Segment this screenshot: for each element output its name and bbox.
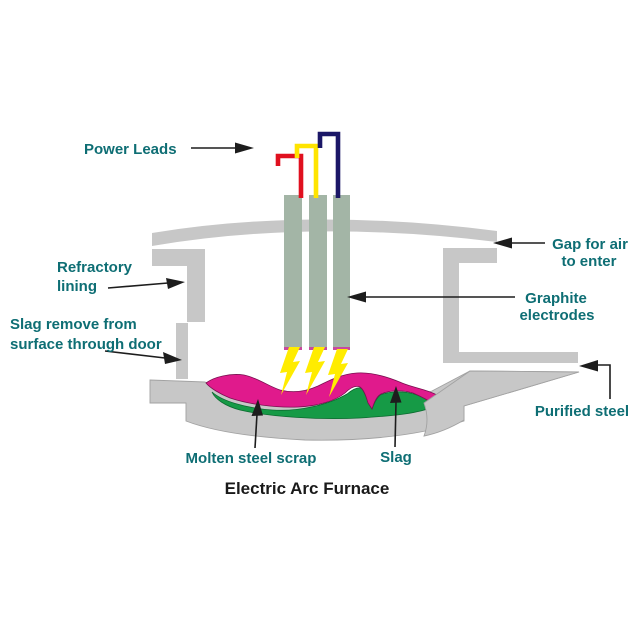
- graphite-electrode-2: [309, 195, 327, 350]
- label-gap-air-line1: Gap for air: [552, 236, 628, 253]
- arrow-purified-steel: [579, 360, 611, 399]
- tapping-spout: [423, 370, 580, 437]
- power-lead-yellow: [294, 143, 319, 198]
- electric-arc-1: [280, 347, 300, 395]
- arrow-line: [596, 364, 611, 399]
- arrow-power-leads: [191, 142, 254, 154]
- arrow-slag: [390, 386, 402, 448]
- arrowhead: [347, 291, 366, 303]
- power-lead-red: [275, 153, 304, 198]
- arrowhead: [166, 278, 185, 289]
- arrowhead: [163, 352, 182, 364]
- graphite-electrode-1: [284, 195, 302, 350]
- arrow-line: [107, 282, 169, 289]
- arrow-line: [394, 401, 397, 448]
- arrow-gap-air: [493, 237, 545, 249]
- arrow-graphite-electrodes: [347, 291, 515, 303]
- label-purified-steel: Purified steel: [535, 403, 629, 420]
- arrow-molten-steel: [251, 399, 263, 449]
- power-lead-blue: [317, 131, 341, 198]
- arrow-slag-door: [104, 350, 182, 364]
- label-power-leads: Power Leads: [84, 141, 177, 158]
- label-molten-steel: Molten steel scrap: [186, 450, 317, 467]
- furnace-wall-right: [443, 248, 578, 363]
- label-slag-door-line2: surface through door: [10, 336, 162, 353]
- arrowhead: [390, 386, 402, 403]
- label-gap-air-line2: to enter: [561, 253, 616, 270]
- graphite-electrode-3: [333, 195, 350, 350]
- label-refractory-line2: lining: [57, 278, 97, 295]
- arrow-line: [104, 350, 166, 359]
- slag-layer: [205, 372, 438, 410]
- arrow-line: [254, 413, 258, 449]
- electrode-tip-3: [333, 347, 350, 350]
- furnace-roof: [152, 219, 497, 246]
- arrowhead: [235, 142, 254, 154]
- label-refractory-line1: Refractory: [57, 259, 133, 276]
- label-graphite-line2: electrodes: [519, 307, 594, 324]
- arrow-refractory-lining: [107, 278, 185, 289]
- arrowhead: [251, 399, 263, 416]
- label-graphite-line1: Graphite: [525, 290, 587, 307]
- arrowhead: [493, 237, 512, 249]
- electric-arc-3: [328, 349, 348, 397]
- electric-arc-2: [305, 347, 325, 395]
- label-slag-door-line1: Slag remove from: [10, 316, 137, 333]
- refractory-wall-left: [152, 249, 205, 322]
- label-slag: Slag: [380, 449, 412, 466]
- slag-door: [176, 323, 188, 379]
- diagram-title: Electric Arc Furnace: [225, 479, 390, 498]
- arrowhead: [579, 360, 598, 372]
